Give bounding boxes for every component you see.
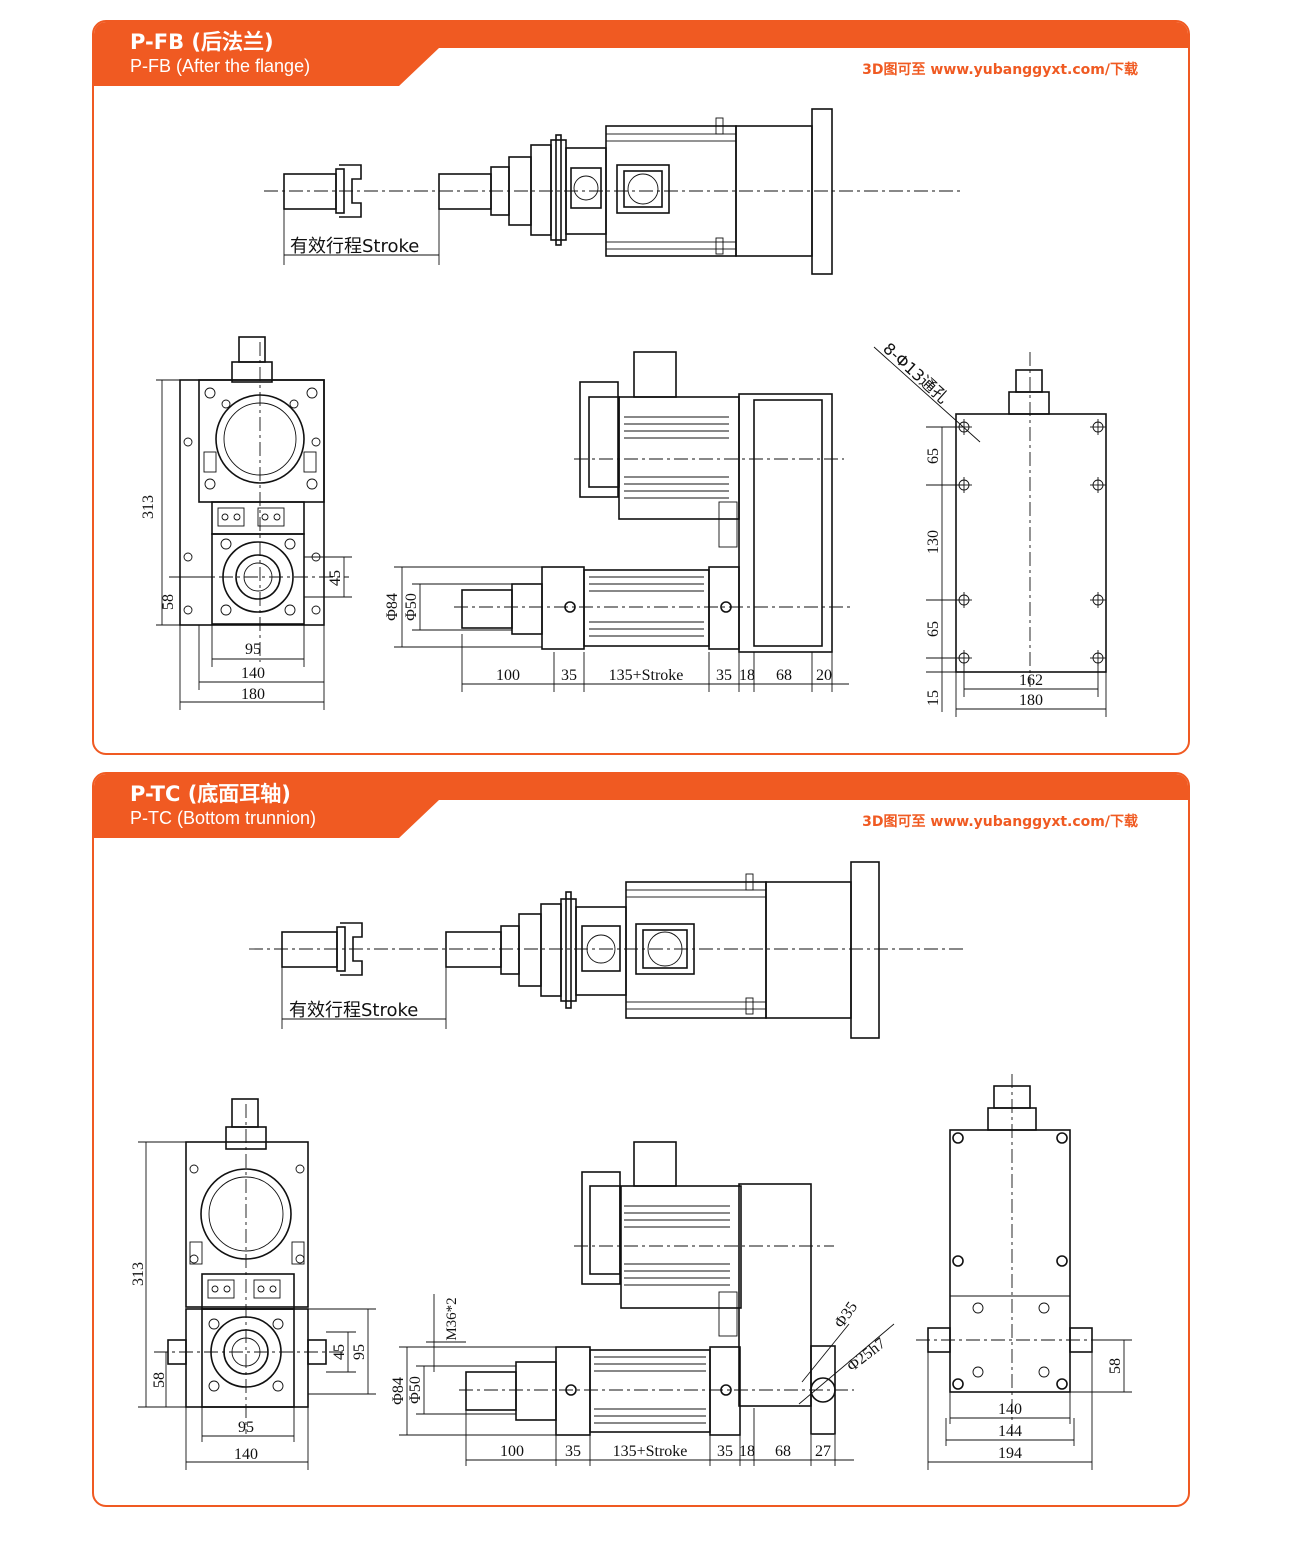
dim-194: 194: [998, 1445, 1022, 1462]
dim-dia84: Φ84: [390, 1377, 407, 1405]
dim-dia84: Φ84: [384, 593, 401, 621]
header-banner: [94, 22, 1188, 86]
top-view: [249, 861, 964, 1039]
drawing-p-fb: 有效行程Stroke: [140, 108, 1107, 717]
front-view: 313 58 45 95 140 180: [140, 336, 352, 710]
dim-20: 20: [816, 667, 832, 684]
section-title-en: P-FB (After the flange): [130, 56, 311, 76]
section-title-en: P-TC (Bottom trunnion): [130, 808, 317, 828]
dim-15: 15: [925, 690, 942, 706]
download-note[interactable]: 3D图可至 www.yubanggyxt.com/下载: [862, 62, 1138, 78]
dim-45: 45: [327, 570, 344, 586]
bottom-view: 58 140 144 194: [916, 1074, 1134, 1470]
dim-144: 144: [998, 1423, 1022, 1440]
dim-95-vertical: 95: [351, 1344, 368, 1360]
dim-162: 162: [1019, 672, 1043, 689]
dim-68: 68: [776, 667, 792, 684]
dim-height: 313: [130, 1262, 147, 1286]
header-banner: [94, 774, 1188, 838]
dim-100: 100: [496, 667, 520, 684]
stroke-label: 有效行程Stroke: [290, 236, 419, 257]
dim-27: 27: [815, 1443, 831, 1460]
dim-stroke: 135+Stroke: [609, 667, 684, 684]
side-view: Φ84 Φ50 100 35 135+Stroke 35 18 68 20: [384, 351, 854, 692]
dim-thread: M36*2: [444, 1297, 460, 1340]
stroke-dimension: 有效行程Stroke: [281, 967, 447, 1029]
section-title-cn: P-FB (后法兰): [130, 30, 274, 54]
dim-35b: 35: [716, 667, 732, 684]
dim-height: 313: [140, 495, 157, 519]
dim-35a: 35: [561, 667, 577, 684]
dim-100: 100: [500, 1443, 524, 1460]
stroke-dimension: 有效行程Stroke: [283, 209, 440, 265]
dim-58: 58: [1107, 1358, 1124, 1374]
panel-p-fb: P-FB (后法兰) P-FB (After the flange) 3D图可至…: [92, 20, 1190, 755]
dim-140: 140: [998, 1401, 1022, 1418]
dim-18: 18: [739, 667, 755, 684]
dim-140: 140: [234, 1446, 258, 1463]
dim-140: 140: [241, 665, 265, 682]
download-note[interactable]: 3D图可至 www.yubanggyxt.com/下载: [862, 814, 1138, 830]
dim-dia50: Φ50: [403, 593, 420, 621]
dim-65b: 65: [925, 621, 942, 637]
dim-95: 95: [245, 641, 261, 658]
dim-180-flange: 180: [1019, 692, 1043, 709]
holes-note: 8-Φ13通孔: [879, 339, 952, 407]
dim-58: 58: [151, 1372, 168, 1388]
side-view: Φ35 Φ25h7 M36*2 Φ84 Φ50 100 35: [390, 1141, 895, 1466]
stroke-label: 有效行程Stroke: [289, 1000, 418, 1021]
dim-130: 130: [925, 530, 942, 554]
dim-35a: 35: [565, 1443, 581, 1460]
dim-45: 45: [331, 1344, 348, 1360]
dim-65a: 65: [925, 448, 942, 464]
dim-58: 58: [160, 594, 177, 610]
section-title-cn: P-TC (底面耳轴): [130, 782, 291, 806]
dim-35b: 35: [717, 1443, 733, 1460]
dim-18: 18: [739, 1443, 755, 1460]
dim-stroke: 135+Stroke: [613, 1443, 688, 1460]
front-view: 313 58 45 95 95 140: [130, 1098, 376, 1470]
dim-68: 68: [775, 1443, 791, 1460]
top-view: [264, 108, 964, 275]
drawing-p-tc: 有效行程Stroke: [130, 861, 1134, 1470]
flange-view: 8-Φ13通孔 65 130 65 15 162 180: [873, 339, 1107, 717]
dim-dia35: Φ35: [831, 1299, 861, 1331]
dim-dia50: Φ50: [407, 1376, 424, 1404]
dim-180: 180: [241, 686, 265, 703]
dim-dia25h7: Φ25h7: [844, 1335, 889, 1375]
panel-p-tc: P-TC (底面耳轴) P-TC (Bottom trunnion) 3D图可至…: [92, 772, 1190, 1507]
dim-95: 95: [238, 1419, 254, 1436]
